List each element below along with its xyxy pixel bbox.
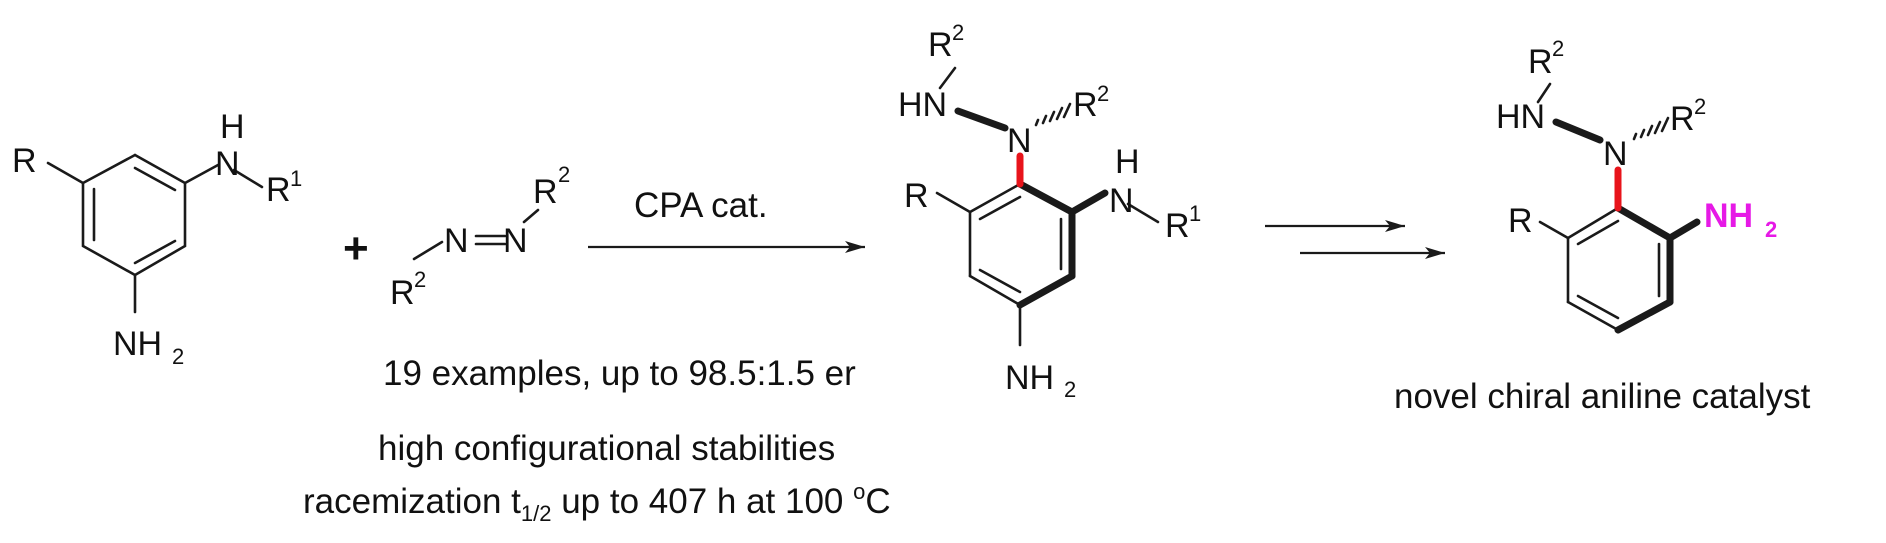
- r2-label: R: [533, 173, 558, 211]
- r1-superscript: 1: [290, 166, 302, 191]
- results-stability: high configurational stabilities: [378, 429, 835, 468]
- hn-label: HN: [898, 86, 947, 124]
- nh2-highlight-subscript: 2: [1765, 217, 1777, 242]
- r2-superscript: 2: [1552, 36, 1564, 61]
- ring-bond-bold: [1016, 180, 1076, 216]
- nitrogen-label: N: [503, 222, 528, 260]
- ring-bond: [1566, 206, 1620, 240]
- hydrogen-label: H: [220, 108, 245, 146]
- results-examples: 19 examples, up to 98.5:1.5 er: [383, 354, 856, 393]
- bond-r2-n: [412, 240, 444, 261]
- nh2-label: NH: [113, 325, 162, 363]
- ring-bond: [968, 182, 1022, 214]
- ring-bond-bold: [1016, 272, 1076, 309]
- azo-reagent: N N R 2 R 2: [390, 162, 570, 312]
- nitrogen-label: N: [1007, 122, 1032, 160]
- bond-c-r: [1538, 220, 1570, 240]
- bond-n-r2: [522, 208, 540, 224]
- r2-label: R: [390, 274, 415, 312]
- r1-superscript: 1: [1189, 201, 1201, 226]
- bond-c-r: [935, 191, 972, 214]
- ring-double-bond: [1576, 219, 1620, 246]
- ring-double-bond: [1576, 294, 1620, 320]
- ring-double-bond: [133, 166, 177, 192]
- bond-n-n-bold: [1552, 118, 1604, 144]
- r-group-label: R: [12, 142, 37, 180]
- hashed-wedge-bond: [1632, 116, 1670, 141]
- bond-hn-r2: [938, 66, 957, 90]
- nh2-subscript: 2: [172, 344, 184, 369]
- bond-c-n: [183, 163, 220, 185]
- bond-c-r: [46, 161, 85, 185]
- r2-superscript: 2: [952, 20, 964, 45]
- r-group-label: R: [904, 177, 929, 215]
- half-life-subscript: 1/2: [521, 501, 552, 526]
- catalyst-label: CPA cat.: [634, 186, 768, 225]
- product-caption: novel chiral aniline catalyst: [1394, 377, 1811, 416]
- ring-bond-bold: [1614, 204, 1674, 242]
- degree-symbol: o: [853, 479, 865, 504]
- bond-hn-r2: [1536, 82, 1552, 104]
- ring-bond: [968, 274, 1022, 307]
- r2-superscript: 2: [1694, 94, 1706, 119]
- plus-sign: +: [343, 224, 369, 273]
- benzene-ring: [81, 153, 187, 277]
- r2-label: R: [928, 26, 953, 64]
- r2-superscript: 2: [1097, 81, 1109, 106]
- racemization-text: up to 407 h at 100: [551, 482, 853, 521]
- r2-label: R: [1670, 100, 1695, 138]
- nh2-subscript: 2: [1064, 377, 1076, 402]
- racemization-text: racemization t: [303, 482, 521, 521]
- r1-label: R: [266, 171, 291, 209]
- nh2-label: NH: [1005, 359, 1054, 397]
- results-racemization: racemization t1/2 up to 407 h at 100 oC: [303, 479, 891, 526]
- ring-bond-bold: [1614, 298, 1674, 334]
- nh2-highlight-label: NH: [1704, 197, 1753, 235]
- product-compound: R 2 HN N R 2 R H N R 1 NH 2: [898, 20, 1201, 402]
- chiral-aniline-catalyst: R 2 HN N R 2 R NH 2: [1496, 36, 1777, 334]
- bond-c-nh-bold: [1068, 189, 1109, 216]
- r2-superscript: 2: [414, 267, 426, 292]
- nitrogen-label: N: [215, 145, 240, 183]
- ring-bond: [1566, 300, 1620, 332]
- r1-label: R: [1165, 207, 1190, 245]
- bond-n-n-bold: [954, 107, 1009, 132]
- starting-diamine: R H N R 1 NH 2: [12, 108, 302, 369]
- hydrogen-label: H: [1115, 143, 1140, 181]
- nitrogen-label: N: [1109, 182, 1134, 220]
- ring-double-bond: [978, 195, 1022, 221]
- hashed-wedge-bond: [1034, 102, 1072, 127]
- celsius-unit: C: [865, 482, 890, 521]
- ring-double-bond: [978, 268, 1022, 294]
- ring-double-bond: [133, 239, 177, 265]
- hn-label: HN: [1496, 98, 1545, 136]
- r2-superscript: 2: [558, 162, 570, 187]
- bond-c-nh2-bold: [1666, 218, 1701, 242]
- nitrogen-label: N: [444, 222, 469, 260]
- bond-n-r1: [232, 168, 264, 189]
- r2-label: R: [1528, 43, 1553, 81]
- nitrogen-label: N: [1603, 135, 1628, 173]
- bond-n-r1: [1126, 202, 1160, 224]
- r-group-label: R: [1508, 202, 1533, 240]
- r2-label: R: [1073, 86, 1098, 124]
